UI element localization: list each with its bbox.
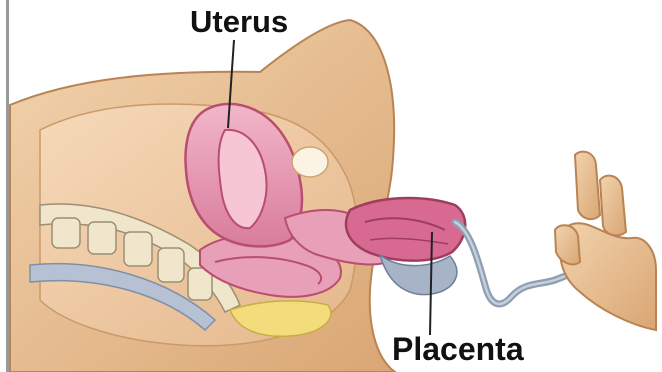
hand [555,152,656,330]
bladder [292,147,328,177]
placenta [346,198,465,261]
uterus-label: Uterus [190,4,288,40]
placenta-label: Placenta [392,331,524,368]
